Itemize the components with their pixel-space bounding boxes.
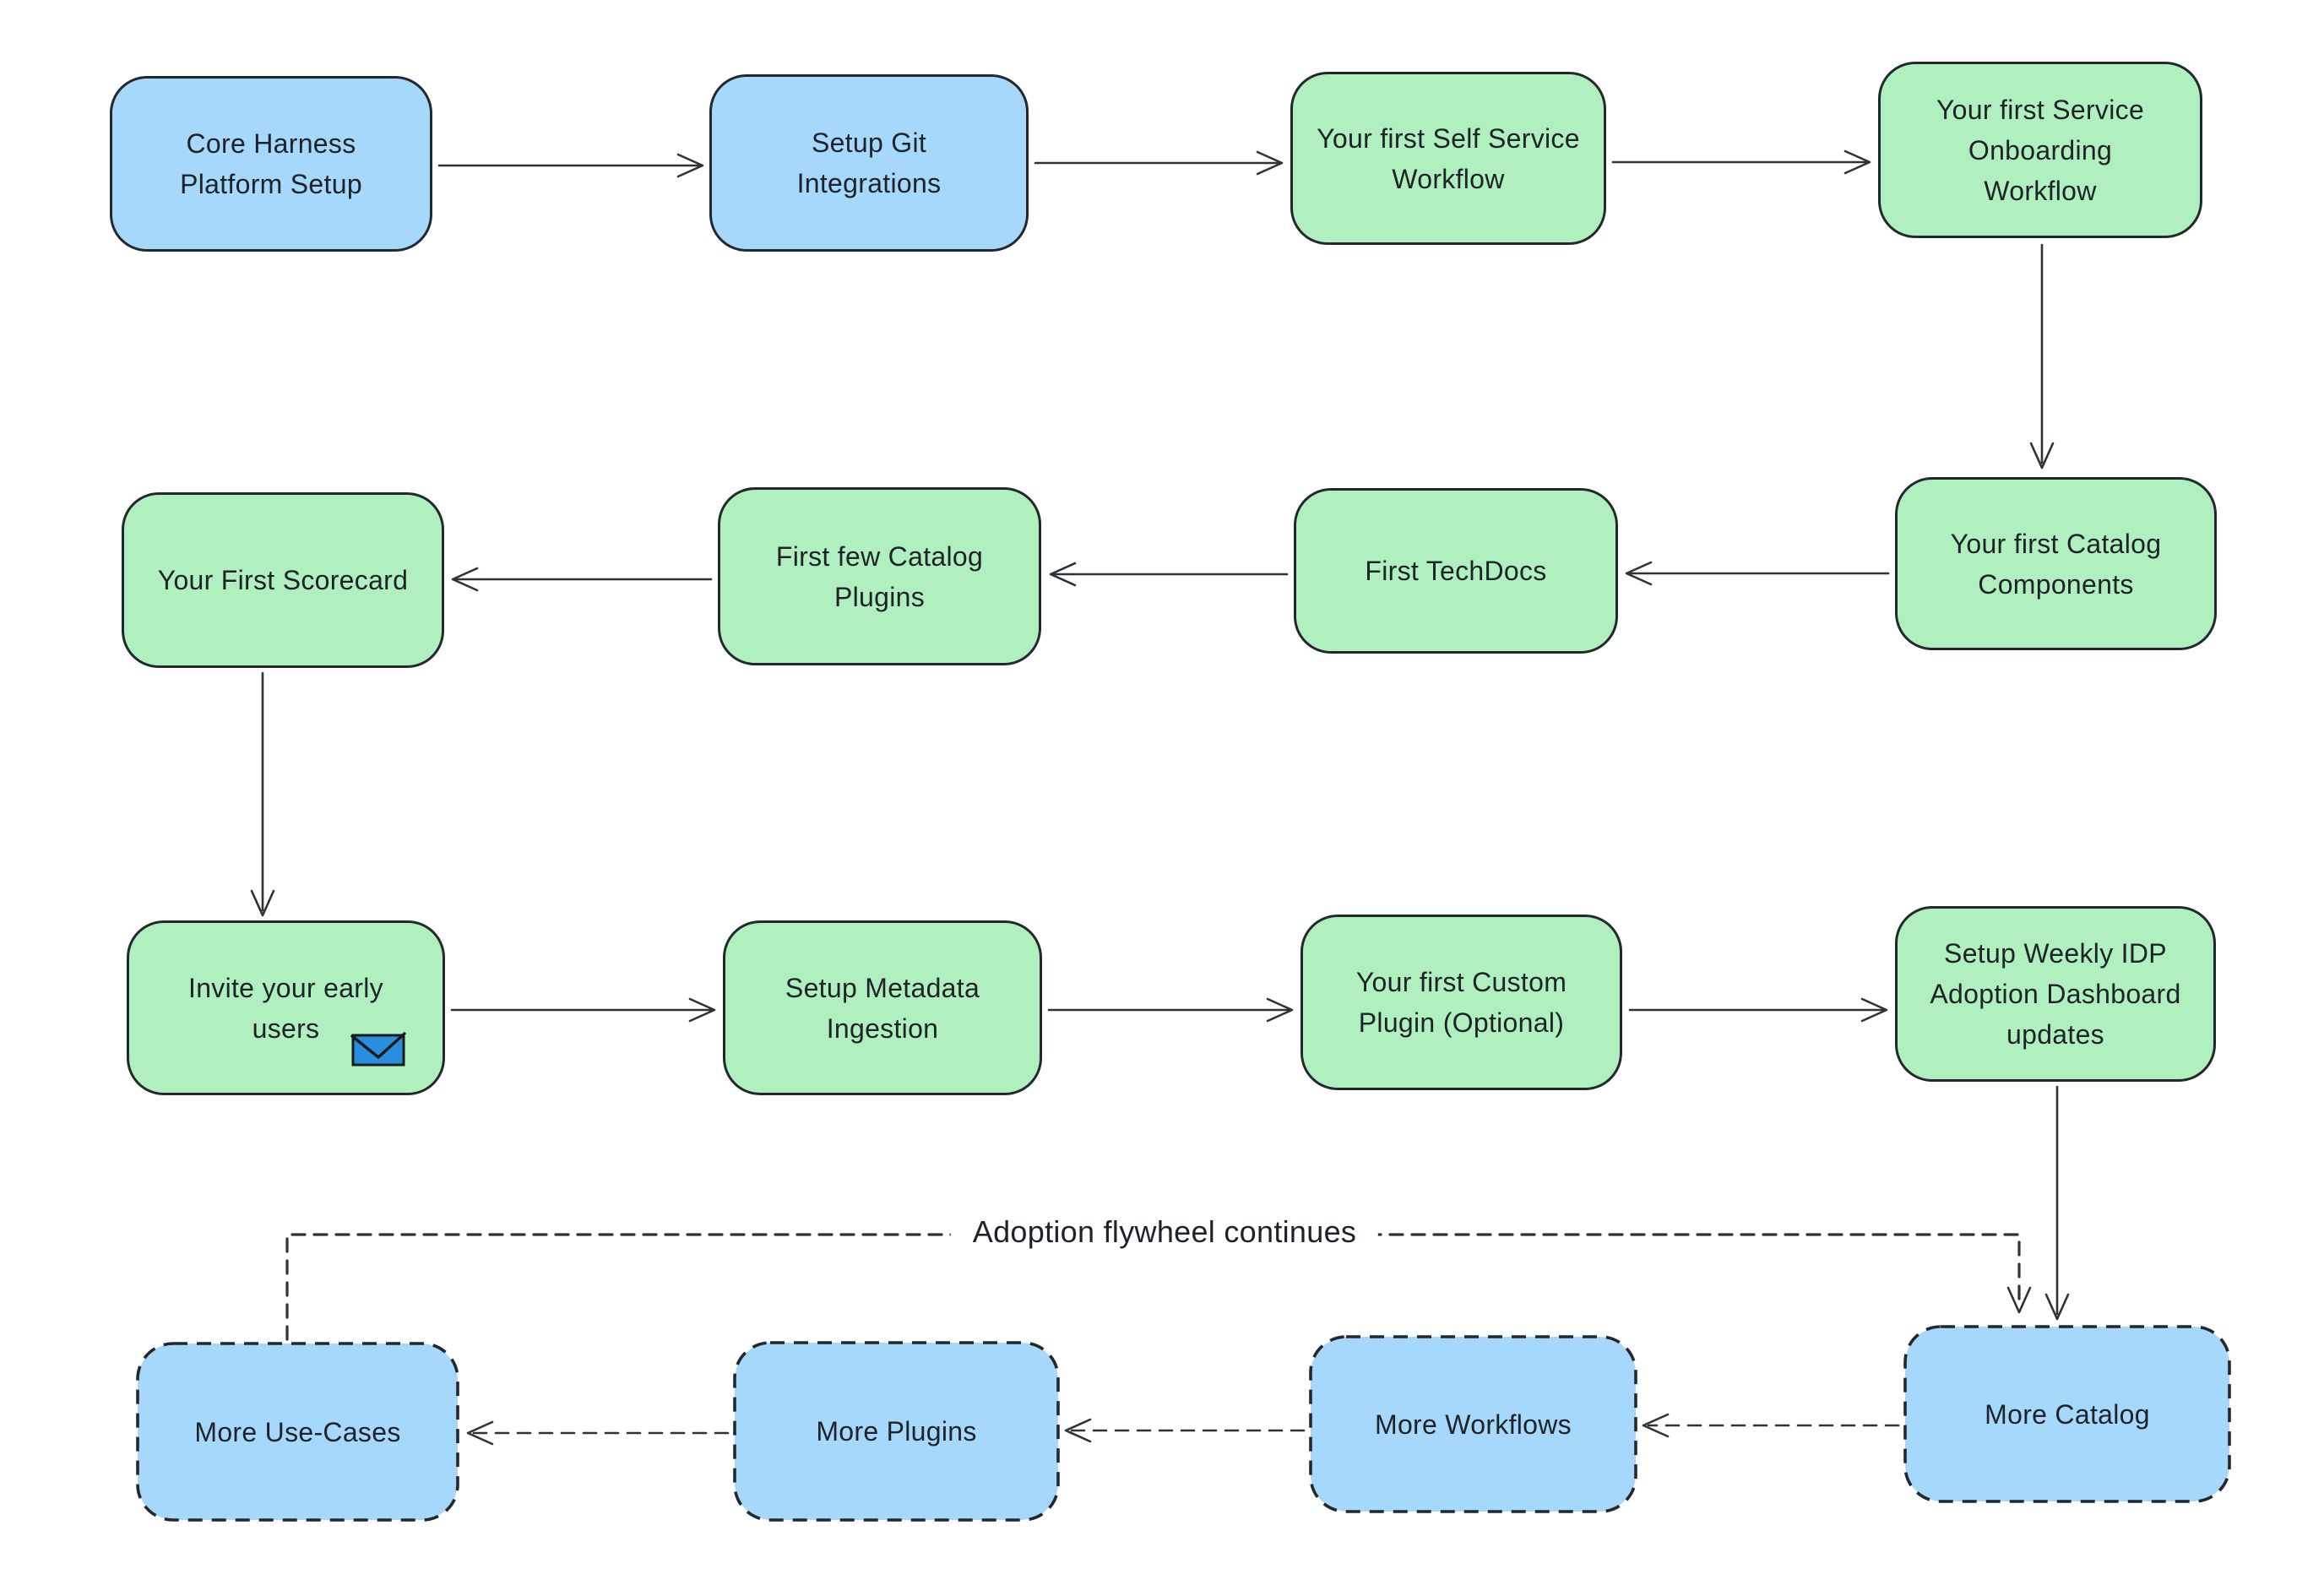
- flywheel-label: Adoption flywheel continues: [950, 1211, 1379, 1253]
- arrow-onboarding-to-catalog-components: [2029, 243, 2055, 470]
- arrow-catalog-components-to-techdocs: [1625, 561, 1890, 586]
- arrow-catalog-plugins-to-scorecard: [451, 567, 713, 592]
- arrow-metadata-to-custom-plugin: [1047, 997, 1294, 1023]
- arrow-techdocs-to-catalog-plugins: [1049, 562, 1289, 587]
- node-first-techdocs: First TechDocs: [1294, 488, 1618, 654]
- node-your-first-custom-plugin: Your first Custom Plugin (Optional): [1300, 915, 1622, 1090]
- arrow-selfservice-to-onboarding: [1611, 149, 1871, 175]
- node-first-few-catalog-plugins: First few Catalog Plugins: [718, 487, 1041, 665]
- envelope-icon: [350, 1029, 406, 1068]
- flywheel-arrowhead: [2006, 1286, 2032, 1314]
- node-setup-git-integrations: Setup Git Integrations: [709, 74, 1029, 252]
- node-more-use-cases: More Use-Cases: [138, 1344, 458, 1520]
- arrow-scorecard-to-invite-users: [250, 671, 275, 917]
- node-more-plugins: More Plugins: [735, 1343, 1058, 1520]
- dashed-arrowhead-more-workflows: [1642, 1413, 1670, 1438]
- node-setup-metadata-ingestion: Setup Metadata Ingestion: [723, 920, 1042, 1095]
- arrow-dashboard-to-more-catalog: [2044, 1085, 2070, 1321]
- node-your-first-service-onboarding-workflow: Your first Service Onboarding Workflow: [1878, 62, 2202, 238]
- node-your-first-catalog-components: Your first Catalog Components: [1895, 477, 2217, 650]
- node-your-first-self-service-workflow: Your first Self Service Workflow: [1290, 72, 1606, 245]
- dashed-arrowhead-more-plugins: [1064, 1418, 1092, 1443]
- dashed-arrowhead-more-use-cases: [466, 1420, 494, 1446]
- arrow-git-to-selfservice: [1034, 150, 1284, 176]
- arrow-core-to-git: [437, 153, 704, 178]
- node-more-workflows: More Workflows: [1311, 1337, 1636, 1512]
- arrow-invite-to-metadata: [450, 997, 716, 1023]
- arrow-custom-plugin-to-dashboard: [1628, 997, 1888, 1023]
- node-core-harness-platform-setup: Core Harness Platform Setup: [110, 76, 432, 252]
- node-your-first-scorecard: Your First Scorecard: [122, 492, 444, 668]
- node-more-catalog: More Catalog: [1905, 1327, 2229, 1501]
- node-invite-your-early-users: Invite your early users: [127, 920, 445, 1095]
- node-setup-weekly-idp-adoption-dashboard-updates: Setup Weekly IDP Adoption Dashboard upda…: [1895, 906, 2216, 1082]
